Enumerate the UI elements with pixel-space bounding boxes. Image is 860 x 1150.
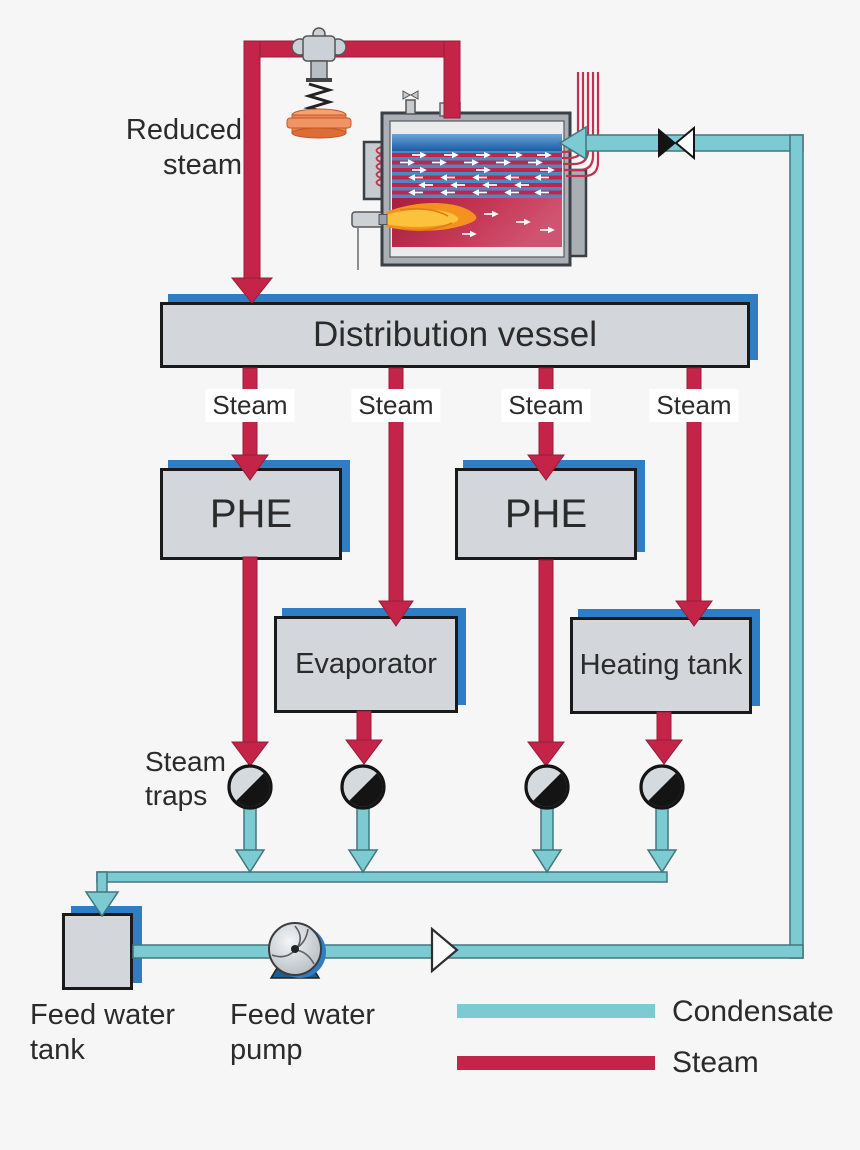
distribution-vessel-box: Distribution vessel [160,302,750,368]
steam-label-3: Steam [501,389,591,422]
steam-trap-icon [640,765,708,833]
legend-steam-swatch [457,1056,655,1070]
steam-traps-label: Steam traps [145,746,226,811]
phe-left-label: PHE [209,491,293,536]
burner-icon [351,211,388,270]
phe-right-box: PHE [455,468,637,560]
steam-label-1: Steam [205,389,295,422]
legend-condensate-label: Condensate [672,995,834,1028]
reduced-steam-label: Reduced steam [125,114,242,181]
feed-water-pump-icon [268,922,326,979]
steam-trap-icons [228,765,708,833]
feed-water-tank-label: Feed water tank [30,999,176,1066]
steam-label-4: Steam [649,389,739,422]
flow-direction-arrow-icon [430,926,459,974]
heating-tank-label: Heating tank [579,649,743,681]
feed-water-pump-label: Feed water pump [230,999,376,1066]
steam-trap-icon [341,765,409,833]
evaporator-label: Evaporator [295,648,437,680]
legend-steam-label: Steam [672,1046,759,1079]
heating-tank-box: Heating tank [570,617,752,714]
legend-condensate-swatch [457,1004,655,1018]
boiler-icon [351,90,588,270]
steam-pipes [230,40,713,767]
steam-label-2: Steam [351,389,441,422]
distribution-vessel-label: Distribution vessel [313,315,597,354]
pressure-reducing-valve-icon [286,27,352,139]
shutoff-valve-icon [658,125,695,161]
steam-trap-icon [525,765,593,833]
feed-water-tank-box [62,913,133,990]
evaporator-box: Evaporator [274,616,458,713]
phe-right-label: PHE [504,491,588,536]
